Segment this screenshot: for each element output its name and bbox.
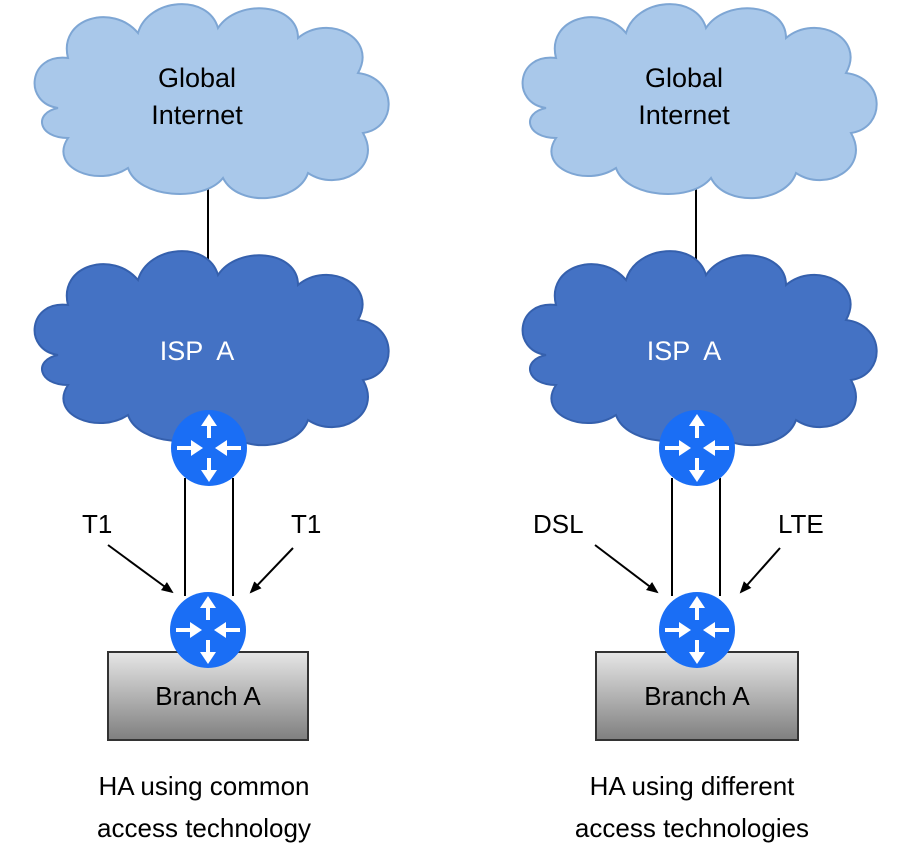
right-isp-label: ISP A (647, 336, 722, 366)
left-link1-arrow (107, 544, 174, 594)
left-panel: Global Internet ISP A Branch A T1 T1 HA … (33, 3, 390, 843)
right-link2-arrow (739, 547, 781, 594)
left-internet-label-line1: Global (158, 63, 236, 93)
right-link1-label: DSL (533, 509, 584, 539)
right-internet-label-line2: Internet (638, 100, 730, 130)
right-branch-router-icon (658, 591, 736, 669)
right-branch-label: Branch A (644, 681, 750, 711)
left-caption-line2: access technology (97, 813, 311, 843)
left-branch-router-icon (169, 591, 247, 669)
right-internet-label-line1: Global (645, 63, 723, 93)
right-link1-arrow (594, 544, 659, 594)
right-panel: Global Internet ISP A Branch A DSL LTE H… (521, 3, 878, 843)
right-caption-line2: access technologies (575, 813, 809, 843)
left-caption-line1: HA using common (99, 771, 310, 801)
left-link2-label: T1 (291, 509, 321, 539)
left-isp-label: ISP A (160, 336, 235, 366)
left-branch-label: Branch A (155, 681, 261, 711)
right-isp-router-icon (658, 409, 736, 487)
left-link2-arrow (249, 547, 294, 594)
left-internet-label-line2: Internet (151, 100, 243, 130)
left-isp-router-icon (170, 409, 248, 487)
right-caption-line1: HA using different (590, 771, 796, 801)
right-link2-label: LTE (778, 509, 824, 539)
left-link1-label: T1 (82, 509, 112, 539)
